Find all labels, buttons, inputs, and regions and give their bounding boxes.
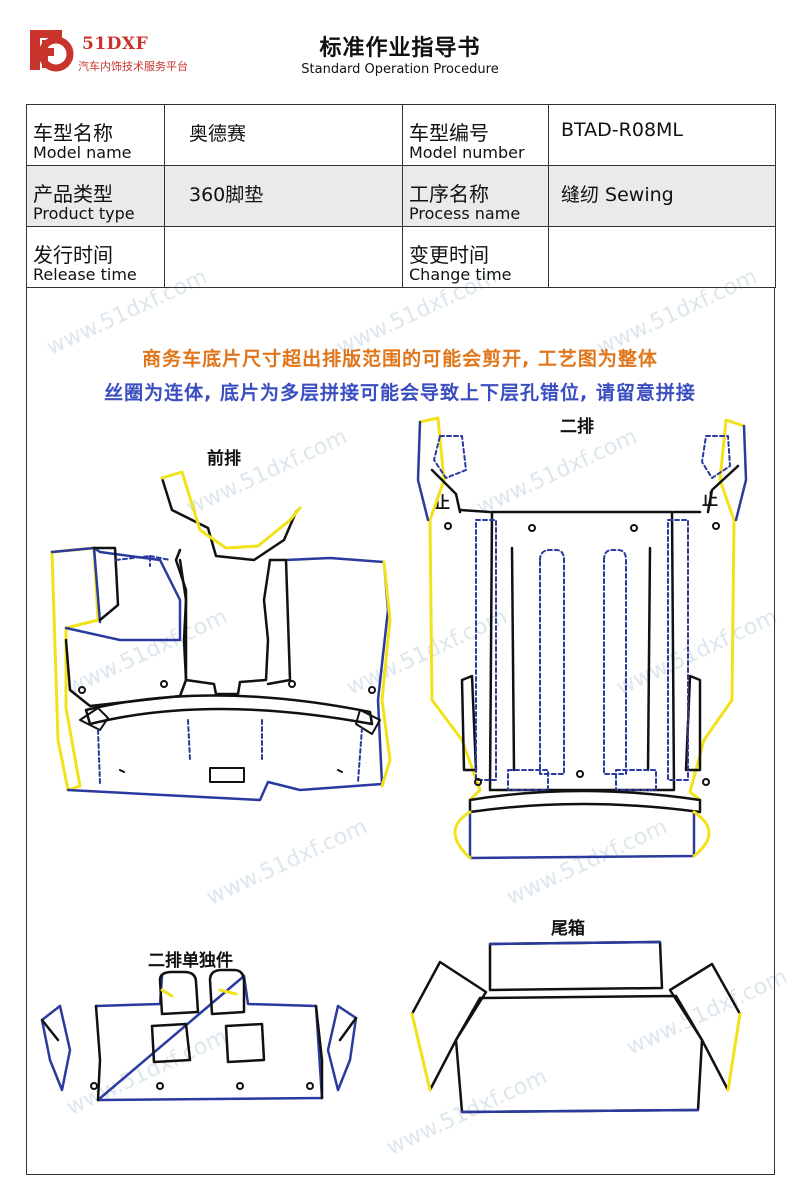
document-header: 51DXF 汽车内饰技术服务平台 标准作业指导书 Standard Operat…: [0, 0, 800, 100]
brand-name: 51DXF: [82, 34, 149, 54]
notice-line-2: 丝圈为连体, 底片为多层拼接可能会导致上下层孔错位, 请留意拼接: [104, 382, 696, 404]
release-time-label-zh: 发行时间: [33, 243, 113, 267]
model-name-label-zh: 车型名称: [33, 121, 113, 145]
change-time-value-cell: [548, 226, 776, 288]
change-time-label-cell: 变更时间 Change time: [402, 226, 549, 288]
page-title: 标准作业指导书: [319, 36, 481, 61]
front-row-label: 前排: [207, 449, 241, 469]
second-row-mat: [416, 416, 748, 860]
release-time-label-cell: 发行时间 Release time: [26, 226, 165, 288]
product-type-label-zh: 产品类型: [33, 182, 113, 206]
model-number-label-zh: 车型编号: [409, 121, 489, 145]
model-name-value: 奥德赛: [189, 123, 247, 145]
model-name-value-cell: 奥德赛: [164, 104, 403, 166]
change-time-label-zh: 变更时间: [409, 243, 489, 267]
process-name-value: 缝纫 Sewing: [561, 184, 674, 206]
model-number-value-cell: BTAD-R08ML: [548, 104, 776, 166]
page-subtitle: Standard Operation Procedure: [301, 62, 499, 77]
product-type-label-en: Product type: [33, 204, 135, 223]
trunk-mat: [410, 940, 742, 1114]
second-row-single-mat: [40, 968, 358, 1102]
process-name-label-cell: 工序名称 Process name: [402, 165, 549, 227]
front-row-mat: [50, 470, 392, 802]
model-number-value: BTAD-R08ML: [561, 119, 684, 141]
second-row-single-label: 二排单独件: [148, 951, 233, 971]
product-type-value-cell: 360脚垫: [164, 165, 403, 227]
process-name-label-en: Process name: [409, 204, 521, 223]
change-time-label-en: Change time: [409, 265, 512, 284]
release-time-label-en: Release time: [33, 265, 137, 284]
model-number-label-en: Model number: [409, 143, 525, 162]
product-type-value: 360脚垫: [189, 184, 264, 206]
second-row-label: 二排: [560, 417, 594, 437]
info-table: 车型名称 Model name 奥德赛 车型编号 Model number BT…: [26, 104, 776, 288]
brand-tagline: 汽车内饰技术服务平台: [78, 60, 188, 73]
process-name-label-zh: 工序名称: [409, 182, 489, 206]
model-number-label-cell: 车型编号 Model number: [402, 104, 549, 166]
product-type-label-cell: 产品类型 Product type: [26, 165, 165, 227]
trunk-label: 尾箱: [551, 919, 585, 939]
process-name-value-cell: 缝纫 Sewing: [548, 165, 776, 227]
release-time-value-cell: [164, 226, 403, 288]
notice-line-1: 商务车底片尺寸超出排版范围的可能会剪开, 工艺图为整体: [142, 348, 658, 370]
model-name-label-en: Model name: [33, 143, 132, 162]
drawing-area: [26, 287, 775, 1175]
brand-logo-icon: [30, 30, 74, 72]
